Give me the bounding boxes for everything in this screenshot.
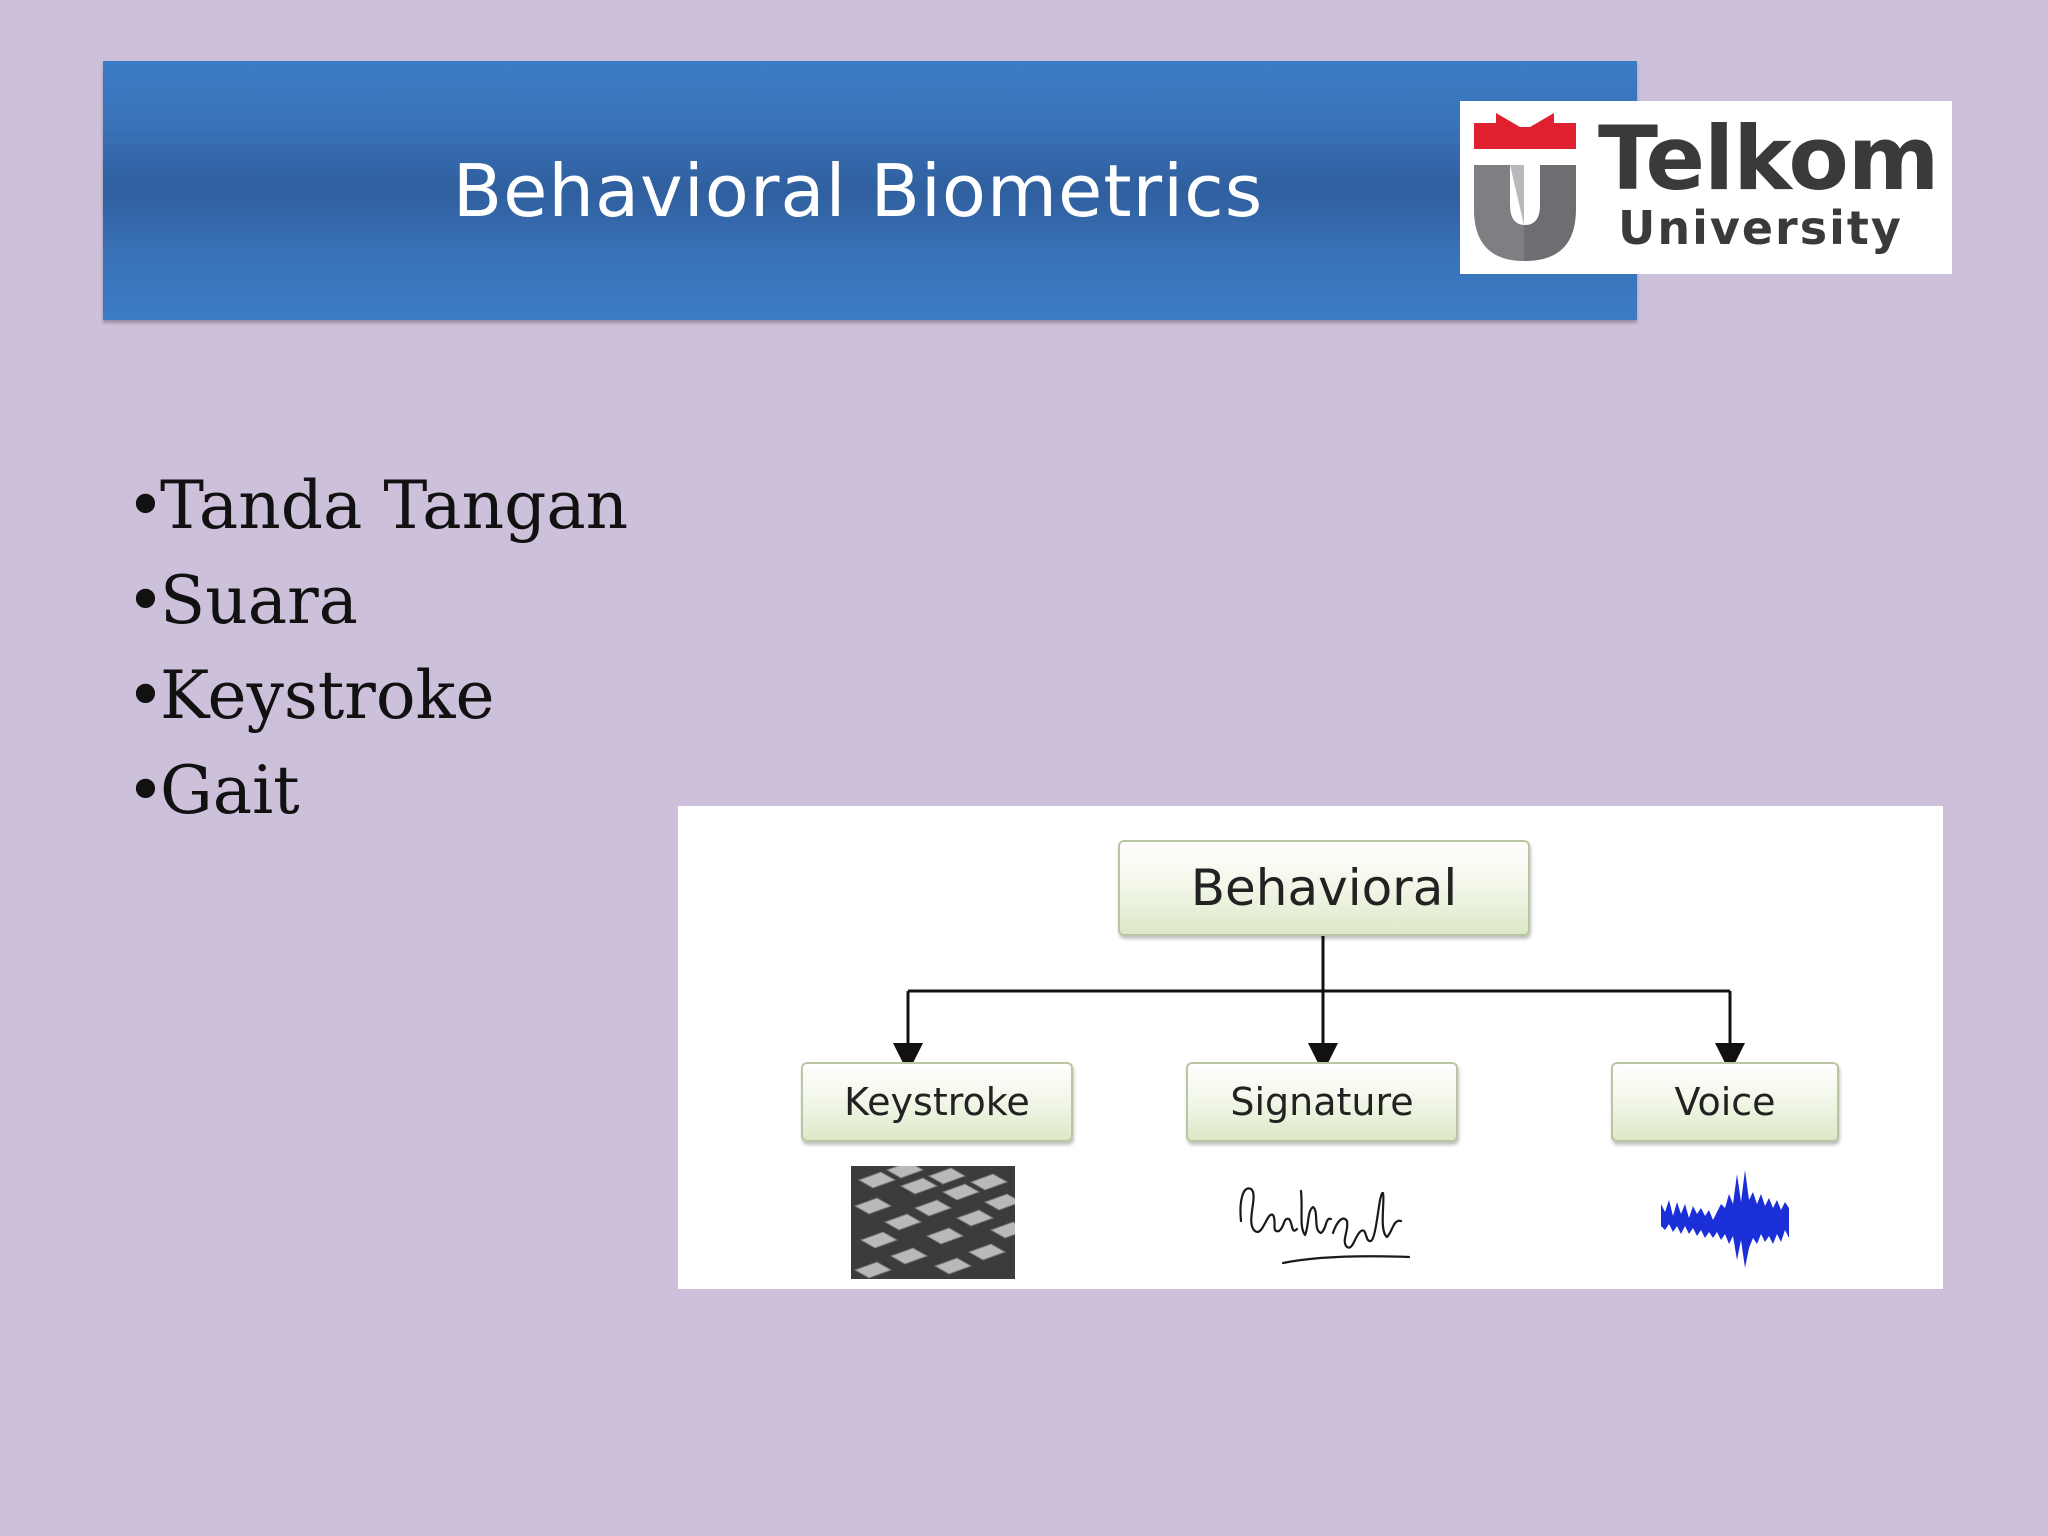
bullet-text: Suara: [160, 562, 358, 639]
behavioral-diagram: Behavioral Keystroke Signature Voice: [678, 806, 1943, 1289]
slide-title: Behavioral Biometrics: [452, 148, 1264, 233]
bullet-item: •Tanda Tangan: [126, 458, 628, 553]
bullet-item: •Keystroke: [126, 648, 628, 743]
telkom-university-emblem-icon: [1474, 113, 1576, 261]
bullet-item: •Suara: [126, 553, 628, 648]
bullet-text: Tanda Tangan: [160, 467, 629, 544]
bullet-marker: •: [126, 752, 165, 829]
diagram-node-signature: Signature: [1186, 1062, 1458, 1142]
logo-subtitle: University: [1618, 201, 1903, 255]
bullet-text: Keystroke: [160, 657, 495, 734]
title-bar: Behavioral Biometrics: [103, 61, 1637, 320]
signature-icon: [1239, 1187, 1411, 1265]
bullet-marker: •: [126, 657, 165, 734]
diagram-connectors: [893, 936, 1745, 1073]
telkom-university-logo: Telkom University: [1460, 101, 1952, 274]
bullet-text: Gait: [160, 752, 300, 829]
bullet-marker: •: [126, 467, 165, 544]
diagram-root-node: Behavioral: [1118, 840, 1530, 936]
bullet-marker: •: [126, 562, 165, 639]
bullet-list: •Tanda Tangan •Suara •Keystroke •Gait: [126, 458, 628, 838]
keyboard-keys-icon: [851, 1166, 1015, 1279]
diagram-node-keystroke: Keystroke: [801, 1062, 1073, 1142]
voice-waveform-icon: [1661, 1170, 1789, 1268]
bullet-item: •Gait: [126, 743, 628, 838]
logo-wordmark: Telkom University: [1598, 107, 1939, 255]
diagram-node-voice: Voice: [1611, 1062, 1839, 1142]
logo-name: Telkom: [1598, 107, 1939, 210]
